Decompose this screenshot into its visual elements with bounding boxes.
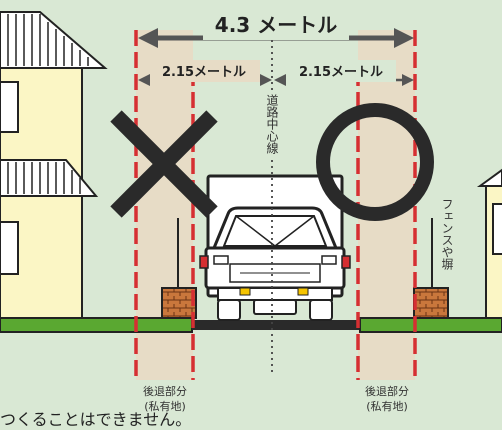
road-center-label-box: 道路中心線 (264, 94, 280, 158)
total-width-label: 4.3 メートル (215, 13, 337, 37)
fence-label: フェンスや塀 (440, 198, 454, 270)
bottom-caption: つくることはできません。 (0, 410, 192, 429)
dimension-right-half: 2.15メートル (274, 60, 414, 86)
dimension-left-half: 2.15メートル (138, 60, 272, 86)
right-half-label: 2.15メートル (299, 65, 383, 80)
house-right (476, 168, 502, 321)
setback-left-note: (私有地) (144, 400, 186, 413)
setback-right-note: (私有地) (366, 400, 408, 413)
setback-caption-left: 後退部分 (私有地) (126, 384, 204, 414)
dimension-total: 4.3 メートル (138, 12, 414, 48)
circle-mark-icon (316, 103, 434, 221)
setback-left-title: 後退部分 (143, 385, 187, 398)
house-left (0, 11, 108, 319)
grass-right (359, 317, 502, 333)
road-center-label: 道路中心線 (265, 94, 279, 154)
left-half-label: 2.15メートル (162, 65, 246, 80)
setback-right-title: 後退部分 (365, 385, 409, 398)
road-surface (192, 320, 360, 330)
cross-mark-icon (110, 110, 218, 218)
setback-caption-right: 後退部分 (私有地) (348, 384, 426, 414)
fence-label-box: フェンスや塀 (438, 198, 456, 274)
truck (199, 174, 351, 321)
grass-left (0, 317, 193, 333)
brick-post-right (413, 218, 449, 319)
brick-post-left (161, 218, 197, 319)
